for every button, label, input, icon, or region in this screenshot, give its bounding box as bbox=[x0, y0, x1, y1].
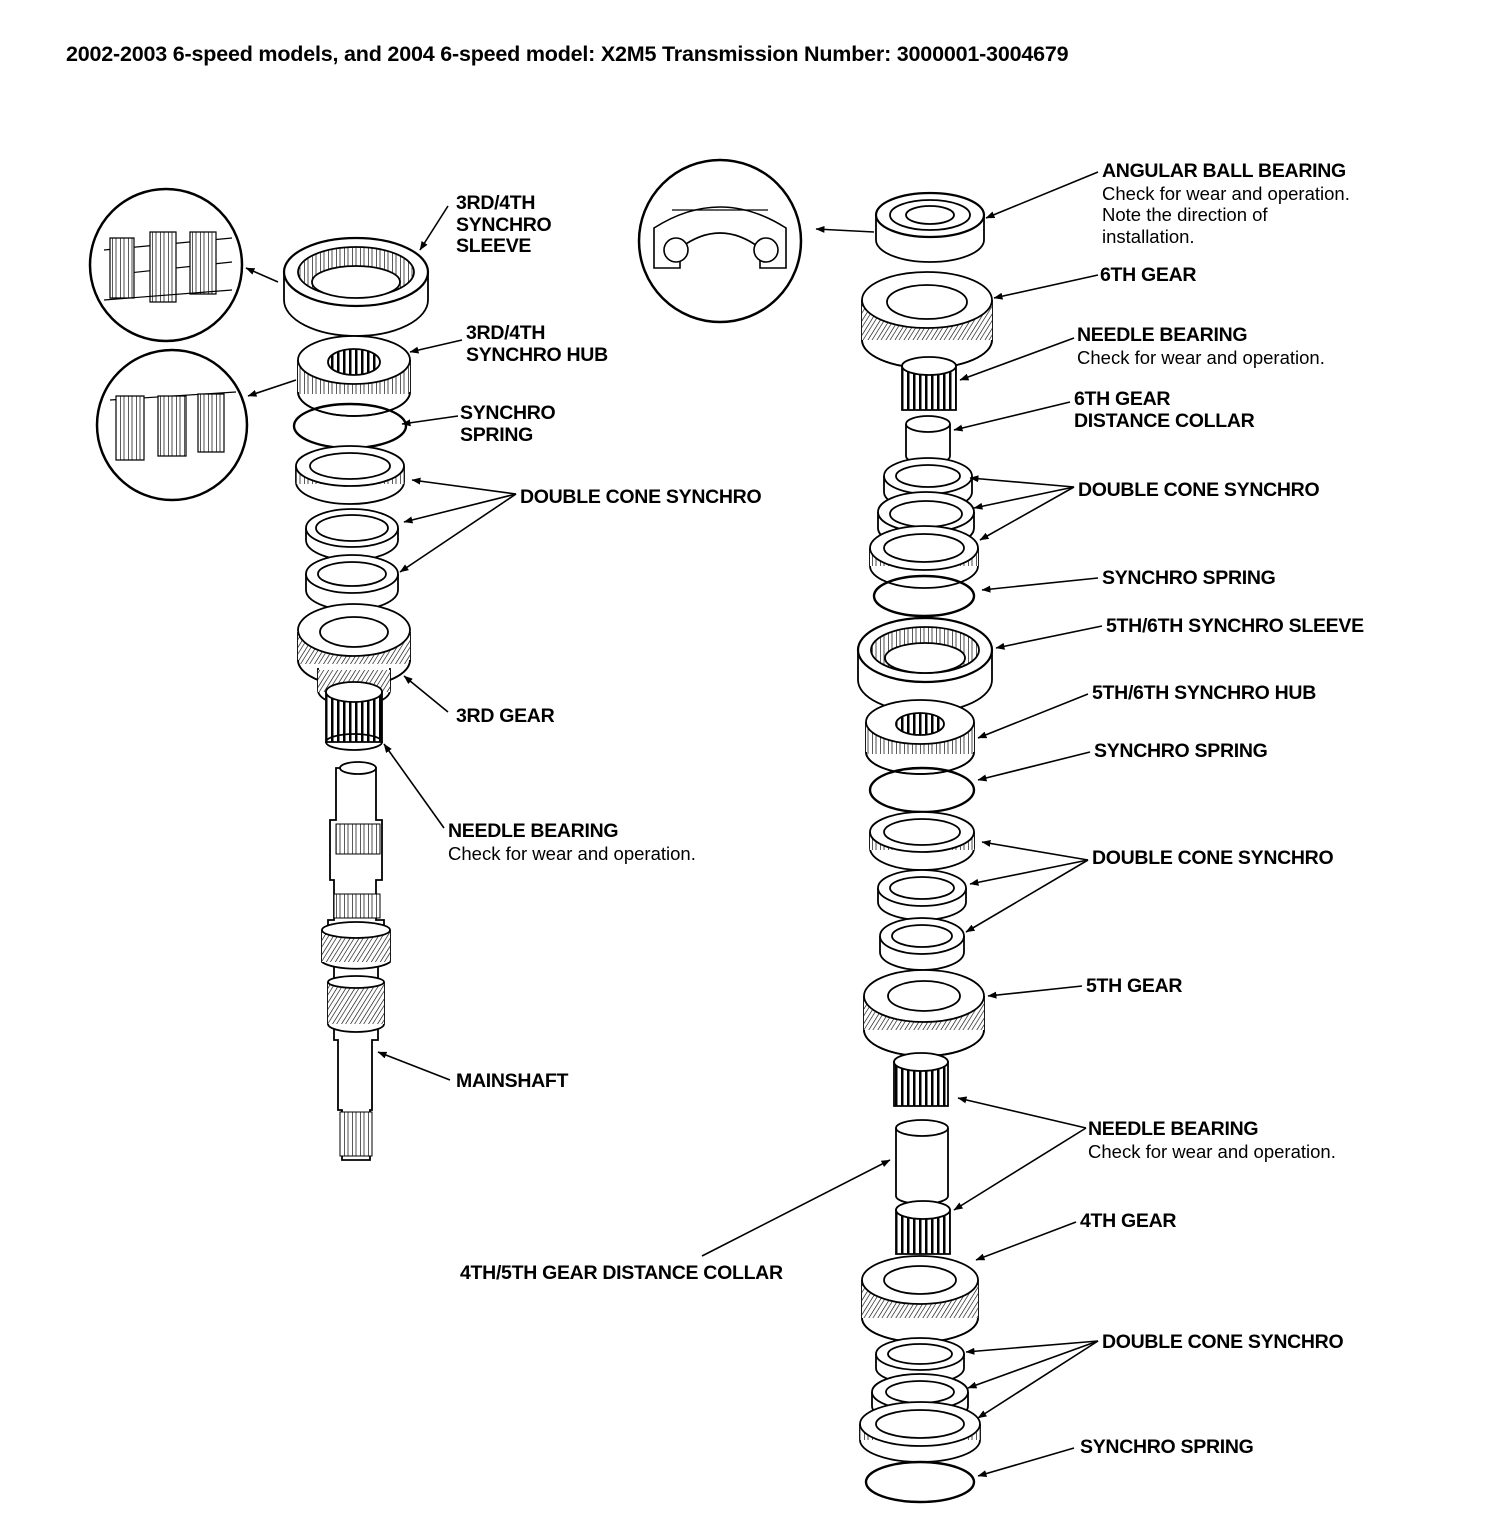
fifth-sixth-synchro-hub-part bbox=[866, 700, 974, 774]
hub-34-label-line-2: SYNCHRO HUB bbox=[466, 343, 608, 366]
left-needle-bearing-label: NEEDLE BEARING Check for wear and operat… bbox=[448, 820, 696, 864]
sixth-gear-text: 6TH GEAR bbox=[1100, 264, 1197, 286]
page-title: 2002-2003 6-speed models, and 2004 6-spe… bbox=[66, 42, 1069, 66]
right-double-cone-synchro-part-3 bbox=[860, 1338, 980, 1462]
hub-56-label: 5TH/6TH SYNCHRO HUB bbox=[1092, 682, 1316, 705]
right-synchro-spring-label-1: SYNCHRO SPRING bbox=[1102, 567, 1276, 590]
left-synchro-spring-label-line-1: SYNCHRO bbox=[460, 402, 556, 424]
sleeve-34-label-line-2: SYNCHRO bbox=[456, 213, 552, 236]
sixth-collar-label: 6TH GEAR DISTANCE COLLAR bbox=[1074, 388, 1255, 432]
left-needle-bearing-text: NEEDLE BEARING bbox=[448, 820, 619, 842]
right-double-cone-text-3: DOUBLE CONE SYNCHRO bbox=[1102, 1331, 1344, 1353]
right-double-cone-synchro-part-2 bbox=[870, 812, 974, 970]
hub-34-label: 3RD/4TH SYNCHRO HUB bbox=[466, 322, 608, 366]
angular-ball-bearing-part bbox=[876, 193, 984, 262]
right-double-cone-label-1: DOUBLE CONE SYNCHRO bbox=[1078, 479, 1320, 502]
fourth-gear-part bbox=[862, 1256, 978, 1342]
hub-teeth-detail-circle bbox=[97, 350, 247, 500]
angular-bearing-note-1: Check for wear and operation. bbox=[1102, 182, 1350, 204]
right-double-cone-text-1: DOUBLE CONE SYNCHRO bbox=[1078, 479, 1320, 501]
sleeve-teeth-detail-circle bbox=[90, 189, 242, 341]
right-needle-bearing-label-1: NEEDLE BEARING Check for wear and operat… bbox=[1077, 324, 1325, 368]
third-fourth-synchro-sleeve-part bbox=[284, 238, 428, 336]
left-synchro-spring-label-line-2: SPRING bbox=[460, 423, 533, 446]
sixth-gear-distance-collar-part bbox=[906, 416, 950, 464]
left-exploded-assembly bbox=[90, 189, 428, 1160]
third-gear-label: 3RD GEAR bbox=[456, 705, 555, 728]
sixth-collar-label-line-2: DISTANCE COLLAR bbox=[1074, 409, 1255, 432]
right-double-cone-synchro-part-1 bbox=[870, 458, 978, 588]
third-fourth-synchro-hub-part bbox=[298, 336, 410, 416]
angular-bearing-label: ANGULAR BALL BEARING Check for wear and … bbox=[1102, 160, 1350, 247]
right-synchro-spring-label-2: SYNCHRO SPRING bbox=[1094, 740, 1268, 763]
left-synchro-spring-label: SYNCHRO SPRING bbox=[460, 402, 556, 446]
sixth-gear-label: 6TH GEAR bbox=[1100, 264, 1197, 287]
right-double-cone-label-3: DOUBLE CONE SYNCHRO bbox=[1102, 1331, 1344, 1354]
right-double-cone-label-2: DOUBLE CONE SYNCHRO bbox=[1092, 847, 1334, 870]
hub-34-label-line-1: 3RD/4TH bbox=[466, 322, 546, 344]
left-needle-bearing-note: Check for wear and operation. bbox=[448, 842, 696, 864]
left-double-cone-label: DOUBLE CONE SYNCHRO bbox=[520, 486, 762, 509]
right-exploded-assembly bbox=[639, 160, 992, 1502]
mainshaft-part bbox=[322, 762, 390, 1160]
leader-lines bbox=[245, 172, 1102, 1477]
right-needle-bearing-note-1: Check for wear and operation. bbox=[1077, 346, 1325, 368]
fifth-gear-label: 5TH GEAR bbox=[1086, 975, 1183, 998]
left-double-cone-text: DOUBLE CONE SYNCHRO bbox=[520, 486, 762, 508]
right-needle-bearing-text-1: NEEDLE BEARING bbox=[1077, 324, 1248, 346]
fourth-fifth-distance-collar-part bbox=[896, 1120, 948, 1204]
right-synchro-spring-text-2: SYNCHRO SPRING bbox=[1094, 740, 1268, 762]
sleeve-34-label-line-1: 3RD/4TH bbox=[456, 192, 536, 214]
right-needle-bearing-part-3 bbox=[896, 1201, 950, 1254]
sleeve-34-label: 3RD/4TH SYNCHRO SLEEVE bbox=[456, 192, 552, 258]
mainshaft-label: MAINSHAFT bbox=[456, 1070, 569, 1093]
right-synchro-spring-text-1: SYNCHRO SPRING bbox=[1102, 567, 1276, 589]
right-synchro-spring-text-3: SYNCHRO SPRING bbox=[1080, 1436, 1254, 1458]
angular-bearing-text: ANGULAR BALL BEARING bbox=[1102, 160, 1346, 182]
right-synchro-spring-part-3 bbox=[866, 1462, 974, 1502]
right-double-cone-text-2: DOUBLE CONE SYNCHRO bbox=[1092, 847, 1334, 869]
right-synchro-spring-label-3: SYNCHRO SPRING bbox=[1080, 1436, 1254, 1459]
sixth-collar-label-line-1: 6TH GEAR bbox=[1074, 388, 1171, 410]
third-gear-text: 3RD GEAR bbox=[456, 705, 555, 727]
right-needle-bearing-part-1 bbox=[902, 357, 956, 410]
sleeve-56-text: 5TH/6TH SYNCHRO SLEEVE bbox=[1106, 615, 1364, 637]
sleeve-34-label-line-3: SLEEVE bbox=[456, 235, 532, 257]
right-needle-bearing-part-2 bbox=[894, 1053, 948, 1106]
right-needle-bearing-text-2: NEEDLE BEARING bbox=[1088, 1118, 1259, 1140]
right-needle-bearing-note-2: Check for wear and operation. bbox=[1088, 1140, 1336, 1162]
right-synchro-spring-part-1 bbox=[874, 576, 974, 616]
hub-56-text: 5TH/6TH SYNCHRO HUB bbox=[1092, 682, 1316, 704]
angular-bearing-note-3: installation. bbox=[1102, 225, 1195, 247]
fourth-gear-text: 4TH GEAR bbox=[1080, 1210, 1177, 1232]
mainshaft-text: MAINSHAFT bbox=[456, 1070, 569, 1092]
collar-45-text: 4TH/5TH GEAR DISTANCE COLLAR bbox=[460, 1262, 783, 1284]
left-needle-bearing-part bbox=[326, 682, 382, 750]
sixth-gear-part bbox=[862, 272, 992, 368]
fifth-gear-part bbox=[864, 970, 984, 1056]
angular-bearing-note-2: Note the direction of bbox=[1102, 204, 1268, 225]
left-double-cone-synchro-part bbox=[296, 446, 404, 610]
bearing-detail-circle bbox=[639, 160, 801, 322]
collar-45-label: 4TH/5TH GEAR DISTANCE COLLAR bbox=[460, 1262, 783, 1285]
sleeve-56-label: 5TH/6TH SYNCHRO SLEEVE bbox=[1106, 615, 1364, 638]
fourth-gear-label: 4TH GEAR bbox=[1080, 1210, 1177, 1233]
fifth-sixth-synchro-sleeve-part bbox=[858, 618, 992, 712]
fifth-gear-text: 5TH GEAR bbox=[1086, 975, 1183, 997]
right-needle-bearing-label-2: NEEDLE BEARING Check for wear and operat… bbox=[1088, 1118, 1336, 1162]
